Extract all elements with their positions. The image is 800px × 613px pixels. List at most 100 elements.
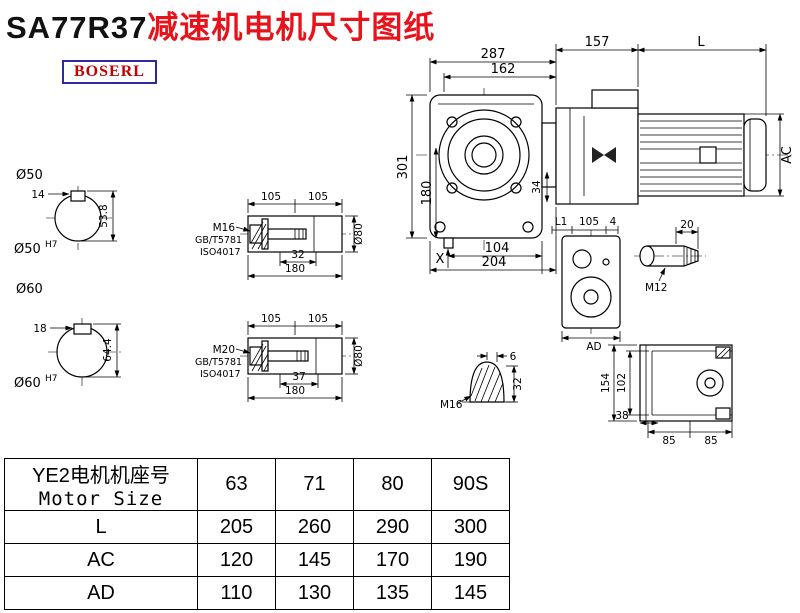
frame-size-col-3: 80 [353, 458, 432, 511]
datum-x-label: X [436, 252, 445, 267]
dim-180-label-2: 180 [285, 385, 305, 397]
dim-162-label: 162 [491, 62, 516, 77]
dim-204-label: 204 [482, 255, 507, 270]
dim-180-label-1: 180 [285, 263, 305, 275]
label-d50h7: Ø50 [14, 242, 41, 257]
std-gbt5781-label-2: GB/T5781 [195, 357, 242, 368]
std-gbt5781-label-1: GB/T5781 [195, 235, 242, 246]
fan-cowl [743, 118, 767, 192]
dim-105a-label-2: 105 [261, 313, 281, 325]
rear-view: 154 102 38 85 85 [600, 344, 733, 447]
thread-m12-label: M12 [645, 282, 667, 294]
label-d60h7: Ø60 [14, 376, 41, 391]
shaft-detail-m20: 105 105 M20 GB/T5781 ISO4017 37 180 Ø80 [195, 313, 365, 402]
cell-L-63: 205 [197, 510, 276, 544]
dim-105b-label-1: 105 [308, 191, 328, 203]
section-mark [592, 147, 616, 163]
dim-287-label: 287 [481, 47, 506, 62]
std-iso4017-label-2: ISO4017 [200, 369, 241, 380]
terminal-box [591, 89, 639, 109]
cell-AD-90S: 145 [431, 576, 510, 610]
table-header-motor-size: YE2电机机座号 Motor Size [4, 458, 198, 511]
bottom-pin [443, 237, 454, 249]
dim-53-8-label: 53.8 [98, 204, 110, 227]
corner-tab-bottom [715, 407, 731, 420]
row-label-AC: AC [4, 543, 198, 577]
label-d50h7-tol: H7 [45, 240, 58, 250]
dim-32-plug-label: 32 [512, 377, 524, 390]
technical-drawing: 287 162 157 L 301 180 34 AC X 104 204 Ø5… [14, 35, 795, 447]
brand-logo: BOSERL [62, 60, 157, 84]
cell-AC-71: 145 [275, 543, 354, 577]
cell-L-90S: 300 [431, 510, 510, 544]
dim-L1-label: L1 [555, 216, 568, 228]
table-header-row: YE2电机机座号 Motor Size 63 71 80 90S [4, 458, 510, 511]
cell-AD-80: 135 [353, 576, 432, 610]
dim-AD-label: AD [586, 341, 601, 353]
pin-head [639, 245, 655, 267]
side-view: L1 105 4 AD [551, 216, 621, 353]
bolt-shank-2 [267, 350, 309, 362]
frame-size-col-4: 90S [431, 458, 510, 511]
plug-hatching [470, 364, 504, 403]
dim-4-label: 4 [610, 216, 617, 228]
title-model: SA77R37 [6, 10, 148, 45]
row-label-L: L [4, 510, 198, 544]
header-en: Motor Size [38, 488, 164, 510]
bolt-shank-1 [267, 228, 307, 240]
dim-32-label: 32 [291, 249, 304, 261]
table-row-AD: AD 110 130 135 145 [4, 576, 510, 610]
page-title: SA77R37减速机电机尺寸图纸 [6, 2, 435, 47]
dim-d80-label-1: Ø80 [353, 223, 365, 245]
dim-d80-label-2: Ø80 [353, 345, 365, 367]
shaft-section-50: Ø50 14 53.8 Ø50 H7 [14, 168, 117, 257]
dim-105b-label-2: 105 [308, 313, 328, 325]
hatching-2 [250, 343, 269, 372]
label-d50: Ø50 [16, 168, 43, 183]
dim-34-label: 34 [531, 180, 543, 194]
side-view-body [561, 235, 621, 329]
thread-m20-label: M20 [213, 344, 235, 356]
dim-key-14-label: 14 [31, 189, 45, 201]
plug-detail: 6 32 M16 [440, 351, 524, 411]
key-50 [70, 190, 86, 202]
shaft-50-circle [54, 194, 102, 242]
frame-size-col-2: 71 [275, 458, 354, 511]
label-d60: Ø60 [16, 282, 43, 297]
key-60 [73, 323, 92, 335]
motor-dimension-table: YE2电机机座号 Motor Size 63 71 80 90S L 205 2… [4, 458, 510, 610]
label-d60h7-tol: H7 [45, 374, 58, 384]
dim-301-label: 301 [396, 155, 411, 180]
pin-detail: 20 M12 [634, 219, 706, 294]
pin-body [647, 245, 699, 267]
hatching-1 [250, 221, 269, 250]
cell-AC-63: 120 [197, 543, 276, 577]
cell-L-80: 290 [353, 510, 432, 544]
dim-AC-label: AC [780, 146, 795, 164]
dim-102-label: 102 [616, 373, 628, 393]
dim-38-label: 38 [615, 410, 628, 422]
dim-105a-label-1: 105 [261, 191, 281, 203]
dim-85b-label: 85 [704, 435, 717, 447]
dim-37-label: 37 [292, 371, 305, 383]
output-flange-outer [438, 109, 530, 201]
dim-157-label: 157 [585, 35, 610, 50]
dim-64-4-label: 64.4 [102, 338, 114, 362]
thread-m16-label: M16 [213, 222, 236, 234]
plug-dome [469, 361, 505, 403]
dim-154-label: 154 [600, 373, 612, 393]
cell-AD-71: 130 [275, 576, 354, 610]
frame-size-col-1: 63 [197, 458, 276, 511]
motor-fins [640, 120, 742, 192]
title-suffix: 减速机电机尺寸图纸 [147, 10, 436, 45]
cell-L-71: 260 [275, 510, 354, 544]
brand-logo-text: BOSERL [74, 63, 145, 80]
row-label-AD: AD [4, 576, 198, 610]
table-row-AC: AC 120 145 170 190 [4, 543, 510, 577]
table-row-L: L 205 260 290 300 [4, 510, 510, 544]
cell-AC-90S: 190 [431, 543, 510, 577]
shaft-detail-m16: 105 105 M16 GB/T5781 ISO4017 32 180 Ø80 [195, 191, 365, 280]
main-view-dimensions: 287 162 157 L 301 180 34 AC X 104 204 [396, 35, 795, 274]
lifting-lug [699, 146, 717, 164]
thread-m16-plug-label: M16 [440, 399, 463, 411]
